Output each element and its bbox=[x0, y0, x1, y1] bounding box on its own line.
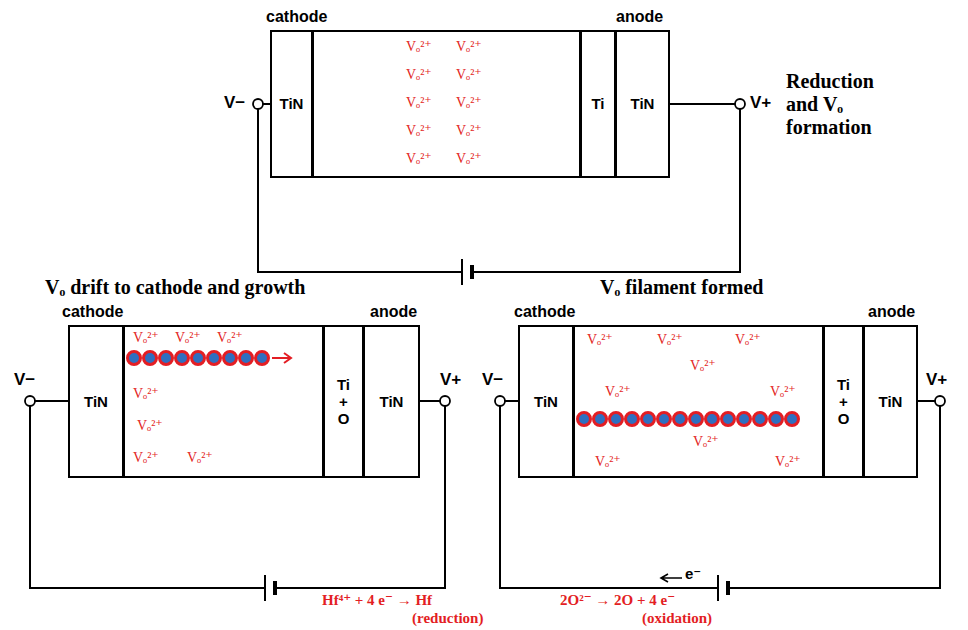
reaction-equation: Hf⁴⁺ + 4 e⁻ → Hf bbox=[322, 592, 432, 609]
electrode-role: anode bbox=[868, 303, 915, 321]
vacancy-ball bbox=[738, 413, 751, 426]
electrode-layer: Ti + O bbox=[825, 327, 865, 476]
vacancy-label: Vₒ²⁺ bbox=[605, 383, 631, 400]
vacancy-label: Vₒ²⁺ bbox=[456, 150, 482, 167]
vacancy-filament bbox=[128, 352, 269, 365]
electrode-layer: Ti + O bbox=[325, 327, 365, 476]
vacancy-label: Vₒ²⁺ bbox=[406, 38, 432, 55]
vacancy-ball bbox=[192, 352, 205, 365]
vacancy-label: Vₒ²⁺ bbox=[456, 66, 482, 83]
vacancy-ball bbox=[256, 352, 269, 365]
vacancy-ball bbox=[754, 413, 767, 426]
growth-arrow bbox=[272, 353, 291, 363]
vacancy-label: Vₒ²⁺ bbox=[595, 453, 621, 470]
electrode-role: cathode bbox=[62, 303, 123, 321]
oxide-layer: Vₒ²⁺ Vₒ²⁺ Vₒ²⁺ Vₒ²⁺ Vₒ²⁺ Vₒ²⁺ Vₒ²⁺ Vₒ²⁺ Vₒ²⁺ Vₒ²⁺ bbox=[314, 32, 582, 176]
vacancy-label: Vₒ²⁺ bbox=[456, 122, 482, 139]
vacancy-ball bbox=[176, 352, 189, 365]
electrode-role: anode bbox=[616, 8, 663, 26]
terminal-label: V+ bbox=[750, 93, 771, 113]
electrode-layer: Ti bbox=[582, 32, 617, 176]
electrode-role: cathode bbox=[514, 303, 575, 321]
vacancy-ball bbox=[786, 413, 799, 426]
vacancy-label: Vₒ²⁺ bbox=[187, 449, 213, 466]
electrode-layer: TiN bbox=[520, 327, 575, 476]
terminal-label: V− bbox=[482, 370, 503, 390]
step-caption: Reduction and Vₒ formation bbox=[786, 70, 898, 139]
vacancy-label: Vₒ²⁺ bbox=[456, 38, 482, 55]
vacancy-ball bbox=[128, 352, 141, 365]
electron-arrow bbox=[661, 574, 682, 582]
reaction-equation: 2O²⁻ → 2O + 4 e⁻ bbox=[560, 592, 675, 609]
vacancy-ball bbox=[722, 413, 735, 426]
reaction-note: (oxidation) bbox=[642, 610, 712, 627]
battery-symbols bbox=[265, 259, 728, 601]
vacancy-label: Vₒ²⁺ bbox=[693, 433, 719, 450]
oxide-layer: Vₒ²⁺ Vₒ²⁺ Vₒ²⁺ Vₒ²⁺ Vₒ²⁺ Vₒ²⁺ Vₒ²⁺ bbox=[125, 327, 325, 476]
vacancy-ball bbox=[770, 413, 783, 426]
layer-name: TiN bbox=[84, 393, 108, 410]
terminal-label: V− bbox=[14, 370, 35, 390]
device-stack: cathodeanodeTiNVₒ²⁺Vₒ²⁺Vₒ²⁺Vₒ²⁺Vₒ²⁺Vₒ²⁺V… bbox=[68, 325, 420, 478]
vacancy-ball bbox=[224, 352, 237, 365]
vacancy-ball bbox=[706, 413, 719, 426]
electrode-layer: TiN bbox=[365, 327, 418, 476]
vacancy-label: Vₒ²⁺ bbox=[133, 385, 159, 402]
electrode-role: anode bbox=[370, 303, 417, 321]
layer-name: TiN bbox=[380, 393, 404, 410]
vacancy-label: Vₒ²⁺ bbox=[735, 331, 761, 348]
vacancy-ball bbox=[674, 413, 687, 426]
vacancy-ball bbox=[610, 413, 623, 426]
vacancy-ball bbox=[626, 413, 639, 426]
electrode-layer: TiN bbox=[865, 327, 916, 476]
layer-name: Ti + O bbox=[337, 376, 350, 428]
terminal-label: V− bbox=[224, 93, 245, 113]
vacancy-ball bbox=[240, 352, 253, 365]
vacancy-ball bbox=[144, 352, 157, 365]
terminal-label: V+ bbox=[926, 370, 947, 390]
vacancy-label: Vₒ²⁺ bbox=[770, 383, 796, 400]
vacancy-ball bbox=[642, 413, 655, 426]
vacancy-label: Vₒ²⁺ bbox=[133, 449, 159, 466]
vacancy-ball bbox=[160, 352, 173, 365]
electrode-layer: TiN bbox=[272, 32, 314, 176]
step-caption: Vₒ filament formed bbox=[600, 276, 763, 299]
vacancy-label: Vₒ²⁺ bbox=[456, 94, 482, 111]
vacancy-filament bbox=[578, 413, 799, 426]
terminal-circles bbox=[25, 99, 945, 406]
electrode-layer: TiN bbox=[70, 327, 125, 476]
vacancy-ball bbox=[658, 413, 671, 426]
reaction-note: (reduction) bbox=[412, 610, 483, 627]
vacancy-label: Vₒ²⁺ bbox=[690, 357, 716, 374]
step-caption: Vₒ drift to cathode and growth bbox=[45, 276, 305, 299]
layer-name: TiN bbox=[631, 95, 655, 112]
vacancy-label: Vₒ²⁺ bbox=[406, 94, 432, 111]
terminal-label: V+ bbox=[440, 370, 461, 390]
vacancy-label: Vₒ²⁺ bbox=[217, 329, 243, 346]
vacancy-ball bbox=[208, 352, 221, 365]
oxide-layer: Vₒ²⁺ Vₒ²⁺ Vₒ²⁺ Vₒ²⁺ Vₒ²⁺ Vₒ²⁺ Vₒ²⁺ Vₒ²⁺ Vₒ²⁺ bbox=[575, 327, 825, 476]
vacancy-label: Vₒ²⁺ bbox=[133, 329, 159, 346]
layer-name: Ti + O bbox=[837, 376, 850, 428]
vacancy-ball bbox=[690, 413, 703, 426]
device-stack: cathodeanodeTiNVₒ²⁺Vₒ²⁺Vₒ²⁺Vₒ²⁺Vₒ²⁺Vₒ²⁺V… bbox=[270, 30, 670, 178]
vacancy-label: Vₒ²⁺ bbox=[406, 122, 432, 139]
vacancy-label: Vₒ²⁺ bbox=[406, 150, 432, 167]
electron-label: e⁻ bbox=[685, 565, 701, 583]
vacancy-ball bbox=[578, 413, 591, 426]
electrode-layer: TiN bbox=[617, 32, 668, 176]
vacancy-ball bbox=[594, 413, 607, 426]
vacancy-label: Vₒ²⁺ bbox=[137, 417, 163, 434]
layer-name: Ti bbox=[591, 95, 604, 112]
vacancy-label: Vₒ²⁺ bbox=[406, 66, 432, 83]
layer-name: TiN bbox=[879, 393, 903, 410]
layer-name: TiN bbox=[534, 393, 558, 410]
vacancy-label: Vₒ²⁺ bbox=[657, 331, 683, 348]
layer-name: TiN bbox=[280, 95, 304, 112]
vacancy-label: Vₒ²⁺ bbox=[587, 331, 613, 348]
vacancy-label: Vₒ²⁺ bbox=[175, 329, 201, 346]
vacancy-label: Vₒ²⁺ bbox=[775, 453, 801, 470]
electrode-role: cathode bbox=[266, 8, 327, 26]
device-stack: cathodeanodeTiNVₒ²⁺Vₒ²⁺Vₒ²⁺Vₒ²⁺Vₒ²⁺Vₒ²⁺V… bbox=[518, 325, 918, 478]
